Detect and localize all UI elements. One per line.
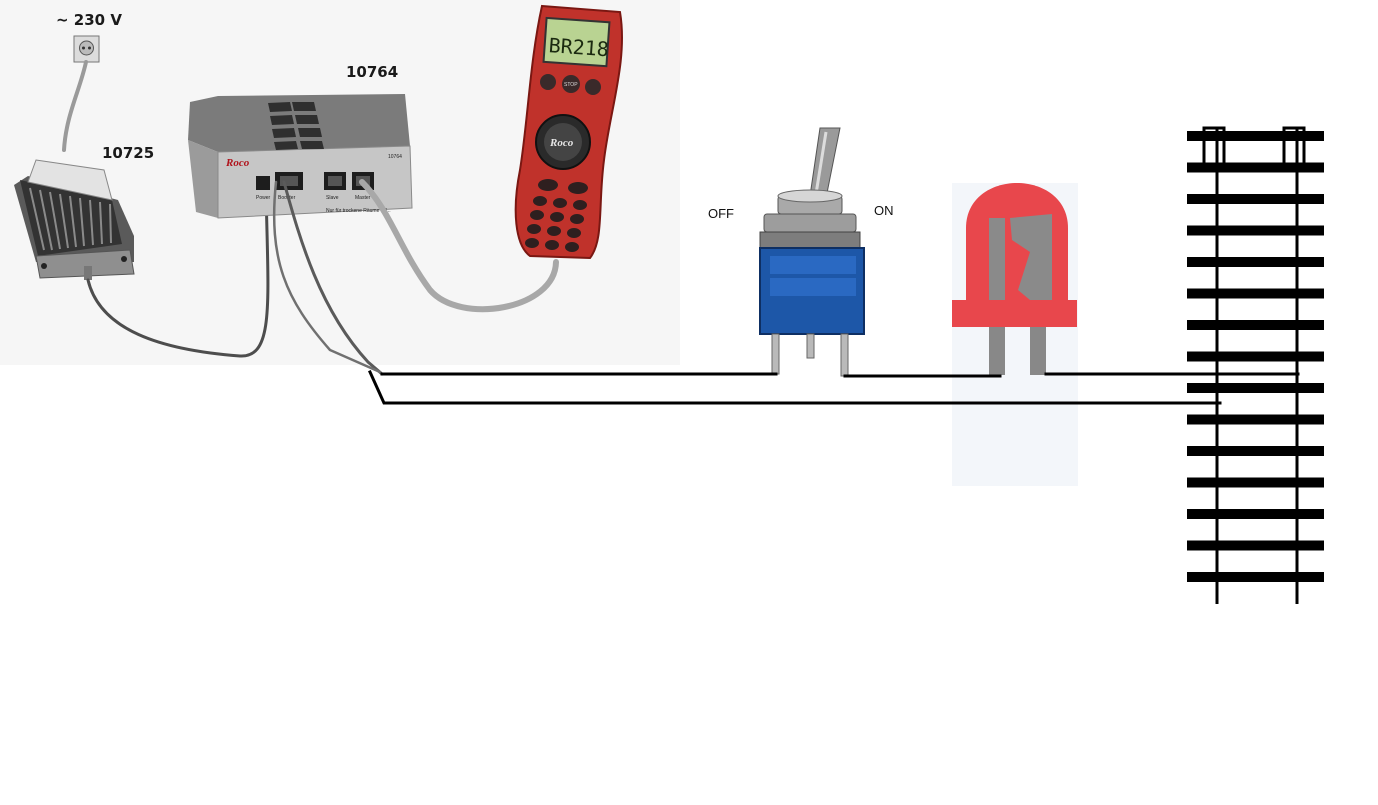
booster-cable-a	[282, 180, 384, 376]
toggle-switch-device	[759, 127, 865, 377]
track-sleeper	[1187, 225, 1324, 236]
track-sleeper	[1187, 446, 1324, 456]
wire-amplifier-to-rail	[368, 370, 1222, 405]
wires	[368, 370, 1300, 405]
track-sleeper	[1187, 509, 1324, 519]
port-slave-label: Slave	[326, 195, 339, 201]
track-sleeper	[1187, 572, 1324, 582]
amplifier-device: Roco 10764 Power Booster Slave Master Nu…	[188, 94, 413, 219]
track-sleeper	[1187, 257, 1324, 267]
handheld-stop-button	[562, 75, 580, 93]
handheld-right-button	[585, 79, 601, 95]
track-sleeper	[1187, 131, 1324, 141]
master-cable	[359, 179, 559, 313]
mains-cable	[62, 60, 88, 152]
led-device	[952, 183, 1077, 375]
track-sleeper	[1187, 351, 1324, 362]
track-sleeper	[1187, 383, 1324, 393]
handheld-left-button	[540, 74, 556, 90]
transformer-device	[14, 159, 135, 280]
track-sleeper	[1187, 540, 1324, 551]
booster-cable-b	[272, 180, 382, 374]
led-leg-left	[989, 327, 1005, 375]
handheld-stop-label: STOP	[564, 82, 578, 88]
port-master-label: Master	[355, 195, 371, 201]
amplifier-label: 10764	[346, 63, 398, 81]
track-sleeper	[1187, 288, 1324, 299]
handheld-display	[542, 16, 611, 68]
amplifier-brand: Roco	[225, 157, 250, 169]
switch-on-label: ON	[874, 203, 894, 218]
track-sleeper	[1187, 194, 1324, 204]
track-sleeper	[1187, 477, 1324, 488]
track-sleeper	[1187, 320, 1324, 330]
port-booster-label: Booster	[278, 195, 296, 201]
rail-joint	[1202, 126, 1226, 170]
transformer-label: 10725	[102, 144, 154, 162]
switch-off-label: OFF	[708, 206, 734, 221]
track-sleeper	[1187, 414, 1324, 425]
handheld-controller-device: BR218 STOP Roco	[514, 4, 623, 260]
amplifier-model-small: 10764	[388, 154, 402, 160]
handheld-display-text: BR218	[548, 33, 610, 61]
amplifier-footer-text: Nur für trockene Räume (IP...	[326, 208, 391, 214]
port-power-label: Power	[256, 195, 271, 201]
power-cable	[86, 186, 270, 358]
rail-joint	[1282, 126, 1306, 170]
mains-label: ~ 230 V	[56, 11, 122, 29]
track-sleeper	[1187, 162, 1324, 173]
handheld-brand: Roco	[549, 137, 574, 149]
led-leg-right	[1030, 327, 1046, 375]
wall-socket-icon	[73, 35, 100, 63]
port-power	[256, 176, 270, 190]
track-section	[1187, 126, 1324, 604]
